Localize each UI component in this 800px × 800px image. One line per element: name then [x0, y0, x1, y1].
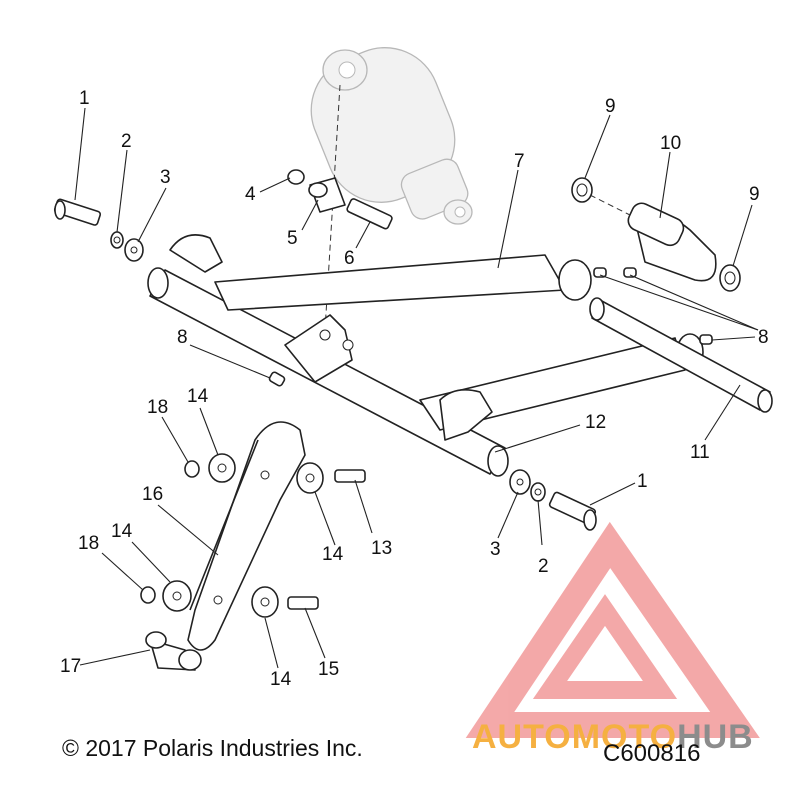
callout-14-left: 14	[111, 521, 133, 542]
callout-17: 17	[60, 656, 81, 677]
grease-fittings	[268, 267, 713, 387]
callout-15: 15	[318, 659, 339, 680]
shock-absorber-ghost	[310, 47, 473, 225]
callout-1-right: 1	[637, 471, 648, 492]
callout-12: 12	[585, 412, 606, 433]
watermark-logo	[465, 521, 760, 738]
callout-4: 4	[245, 184, 256, 205]
watermark-word-part1: AUTOMOTO	[472, 718, 678, 756]
callout-16: 16	[142, 484, 163, 505]
left-hardware	[53, 198, 144, 262]
a-arm	[147, 234, 704, 477]
callout-8-left: 8	[177, 327, 188, 348]
watermark-word-part2: HUB	[677, 718, 754, 756]
callout-1-left: 1	[79, 88, 90, 109]
bracket-assembly	[571, 177, 741, 292]
callout-5: 5	[287, 228, 298, 249]
callout-10: 10	[660, 133, 681, 154]
callout-14-mid: 14	[322, 544, 344, 565]
drawing-code: C600816	[603, 740, 701, 767]
callout-11: 11	[690, 442, 710, 463]
callout-3-left: 3	[160, 167, 171, 188]
right-hardware	[509, 469, 597, 531]
callout-18-top: 18	[147, 397, 168, 418]
callout-2-right: 2	[538, 556, 549, 577]
callout-labels: 1 2 3 4 5 6 7 8 9 10 9 8 8 11 12 1 2 3 1…	[60, 88, 769, 690]
callout-3-right: 3	[490, 539, 501, 560]
callout-7: 7	[514, 151, 525, 172]
callout-2-left: 2	[121, 131, 132, 152]
callout-9-right: 9	[749, 184, 760, 205]
leader-lines	[74, 107, 759, 669]
bracket-axis	[589, 194, 631, 216]
callout-14-top: 14	[187, 386, 209, 407]
watermark-word: AUTOMOTOHUB	[472, 718, 754, 757]
callout-9-top: 9	[605, 96, 616, 117]
callout-8-right: 8	[758, 327, 769, 348]
callout-14-bottom: 14	[270, 669, 292, 690]
callout-18-bottom: 18	[78, 533, 99, 554]
copyright-notice: © 2017 Polaris Industries Inc.	[62, 735, 363, 761]
callout-13: 13	[371, 538, 392, 559]
pivot-shaft	[589, 297, 773, 413]
shock-hardware	[287, 169, 393, 230]
callout-6: 6	[344, 248, 355, 269]
link-arm	[187, 421, 306, 651]
link-hardware	[140, 453, 366, 671]
